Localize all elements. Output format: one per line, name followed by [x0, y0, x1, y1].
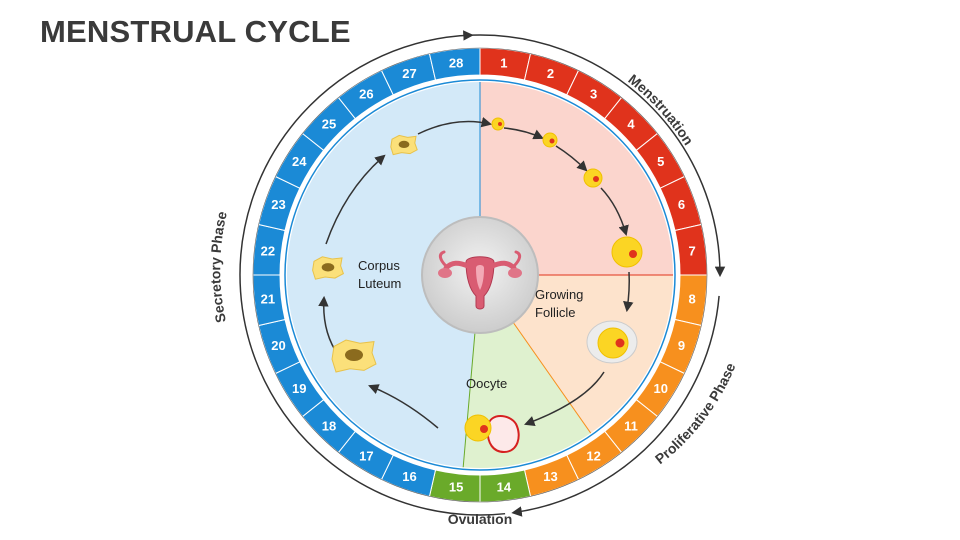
- day-ring: 1234567891011121314151617181920212223242…: [252, 47, 708, 503]
- sector-proliferative: [480, 275, 673, 434]
- day-label-22: 22: [261, 244, 275, 259]
- arc-menstruation: [471, 34, 726, 278]
- cycle-arrows: [318, 117, 634, 429]
- follicle-icon-4: [611, 236, 643, 268]
- follicle-icon-mature: [586, 320, 638, 364]
- arc-proliferative: [511, 295, 720, 517]
- day-label-19: 19: [292, 381, 306, 396]
- arc-secretory: [239, 30, 506, 516]
- arrow-corpus-2: [325, 154, 386, 245]
- corpus-luteum-icon-1: [390, 134, 418, 156]
- stage-label-follicle-1: Growing: [535, 287, 583, 302]
- oocyte-icon: [464, 414, 520, 454]
- day-label-10: 10: [654, 381, 668, 396]
- corpus-luteum-icon-2: [312, 256, 345, 280]
- day-label-8: 8: [689, 291, 696, 306]
- day-label-17: 17: [359, 448, 373, 463]
- day-label-12: 12: [586, 448, 600, 463]
- day-label-7: 7: [689, 244, 696, 259]
- day-label-26: 26: [359, 87, 373, 102]
- follicle-icon-2: [542, 132, 558, 148]
- stage-icons: [312, 117, 643, 454]
- day-label-18: 18: [322, 418, 336, 433]
- arrow-follicle-4: [623, 271, 634, 313]
- day-label-4: 4: [627, 117, 635, 132]
- arrow-corpus-1: [318, 295, 336, 351]
- day-label-6: 6: [678, 197, 685, 212]
- day-label-1: 1: [500, 55, 507, 70]
- arrow-follicle-to-oocyte: [524, 371, 605, 426]
- stage-label-oocyte: Oocyte: [466, 376, 507, 391]
- stage-label-corpus-1: Corpus: [358, 258, 400, 273]
- phase-label-secretory: Secretory Phase: [207, 210, 230, 325]
- stage-label-follicle-2: Follicle: [535, 305, 575, 320]
- stage-label-corpus-2: Luteum: [358, 276, 401, 291]
- day-label-9: 9: [678, 338, 685, 353]
- arrow-oocyte-to-corpus: [368, 384, 439, 429]
- page-title: MENSTRUAL CYCLE: [40, 14, 351, 49]
- phase-arcs: [239, 30, 726, 517]
- phase-label-ovulation: Ovulation: [448, 511, 513, 527]
- day-label-2: 2: [547, 66, 554, 81]
- day-label-25: 25: [322, 117, 336, 132]
- day-label-11: 11: [624, 418, 638, 433]
- arrow-corpus-to-follicle: [417, 117, 493, 135]
- day-label-23: 23: [271, 197, 285, 212]
- day-label-28: 28: [449, 55, 463, 70]
- day-label-13: 13: [543, 469, 557, 484]
- day-label-24: 24: [292, 154, 307, 169]
- day-label-27: 27: [402, 66, 416, 81]
- follicle-icon-1: [491, 117, 505, 131]
- day-label-3: 3: [590, 87, 597, 102]
- ring-outline: [252, 47, 708, 503]
- arrow-follicle-3: [600, 187, 629, 237]
- follicle-icon-3: [583, 168, 603, 188]
- day-label-16: 16: [402, 469, 416, 484]
- corpus-luteum-icon-3: [331, 339, 377, 373]
- uterus-icon: [421, 216, 539, 334]
- arrow-follicle-2: [555, 145, 588, 172]
- day-label-14: 14: [497, 480, 512, 495]
- day-label-20: 20: [271, 338, 285, 353]
- day-label-15: 15: [449, 480, 463, 495]
- day-label-21: 21: [261, 291, 275, 306]
- day-label-5: 5: [657, 154, 664, 169]
- arrow-follicle-1: [503, 127, 544, 140]
